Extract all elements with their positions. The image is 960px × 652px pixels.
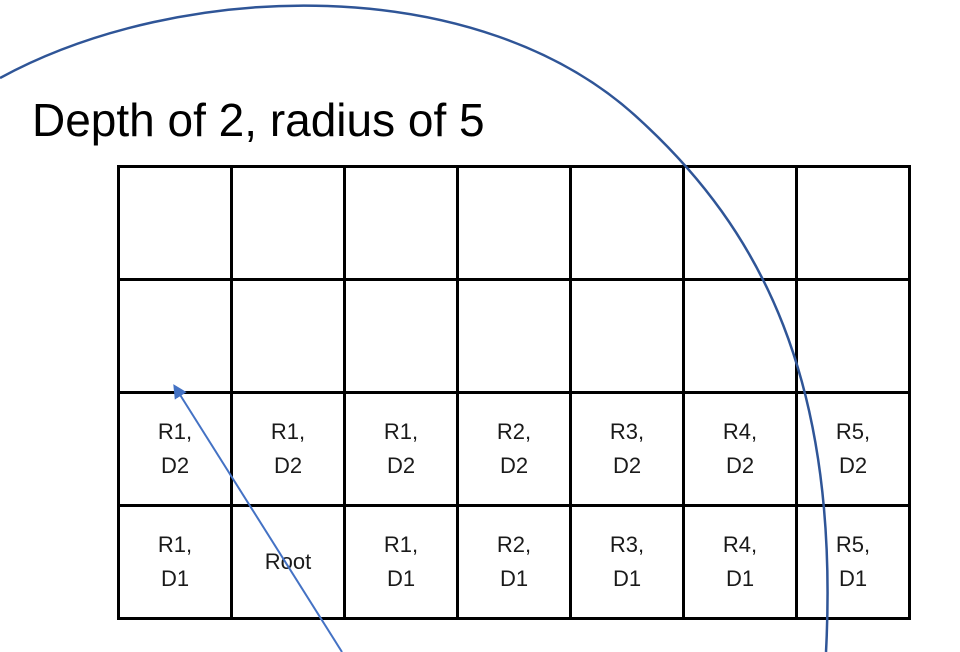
cell-label-line2: D2	[386, 453, 416, 478]
diagram-title: Depth of 2, radius of 5	[32, 94, 485, 146]
cell-label-line2: D1	[838, 566, 868, 591]
grid-cell: R3,D1	[569, 504, 685, 620]
grid-cell	[456, 165, 572, 281]
cell-label-line2: D2	[612, 453, 642, 478]
cell-label-line1: R4,	[722, 532, 758, 557]
cell-label-line2: D2	[273, 453, 303, 478]
cell-label-line1: R1,	[157, 419, 193, 444]
cell-label-line1: Root	[264, 549, 312, 574]
grid-cell: R5,D1	[795, 504, 911, 620]
cell-label-line1: R2,	[496, 419, 532, 444]
grid-cell	[117, 165, 233, 281]
cell-label-line1: R4,	[722, 419, 758, 444]
cell-label-line2: D2	[160, 453, 190, 478]
grid-cell	[456, 278, 572, 394]
cell-label-line2: D1	[499, 566, 529, 591]
cell-label-line1: R1,	[157, 532, 193, 557]
grid-cell	[117, 278, 233, 394]
grid-cell: R4,D2	[682, 391, 798, 507]
cell-label-line2: D1	[612, 566, 642, 591]
grid-cell: R1,D2	[230, 391, 346, 507]
cell-label-line1: R5,	[835, 419, 871, 444]
grid-cell: R3,D2	[569, 391, 685, 507]
cell-label-line1: R3,	[609, 532, 645, 557]
grid-cell	[230, 278, 346, 394]
grid-row	[117, 165, 911, 281]
grid-cell: R1,D2	[117, 391, 233, 507]
cell-label-line1: R3,	[609, 419, 645, 444]
grid-cell: R4,D1	[682, 504, 798, 620]
grid-row	[117, 278, 911, 394]
cell-label-line2: D2	[838, 453, 868, 478]
cell-label-line1: R2,	[496, 532, 532, 557]
cell-label-line2: D1	[386, 566, 416, 591]
cell-label-line2: D1	[725, 566, 755, 591]
grid-cell	[795, 278, 911, 394]
cell-label-line1: R1,	[383, 419, 419, 444]
grid-cell	[230, 165, 346, 281]
grid-cell: R1,D2	[343, 391, 459, 507]
cell-label-line2: D2	[499, 453, 529, 478]
grid-cell	[343, 278, 459, 394]
grid-cell: R2,D1	[456, 504, 572, 620]
cell-label-line1: R5,	[835, 532, 871, 557]
grid-cell: R1,D1	[117, 504, 233, 620]
grid-cell	[343, 165, 459, 281]
cell-label-line2: D2	[725, 453, 755, 478]
grid-cell: R5,D2	[795, 391, 911, 507]
grid-cell	[682, 165, 798, 281]
grid-cell: R2,D2	[456, 391, 572, 507]
grid-cell	[569, 165, 685, 281]
grid-cell	[795, 165, 911, 281]
grid-cell	[682, 278, 798, 394]
grid-cell: Root	[230, 504, 346, 620]
cell-label-line2: D1	[160, 566, 190, 591]
grid-cell: R1,D1	[343, 504, 459, 620]
grid-cell	[569, 278, 685, 394]
cell-label-line1: R1,	[383, 532, 419, 557]
cell-label-line1: R1,	[270, 419, 306, 444]
